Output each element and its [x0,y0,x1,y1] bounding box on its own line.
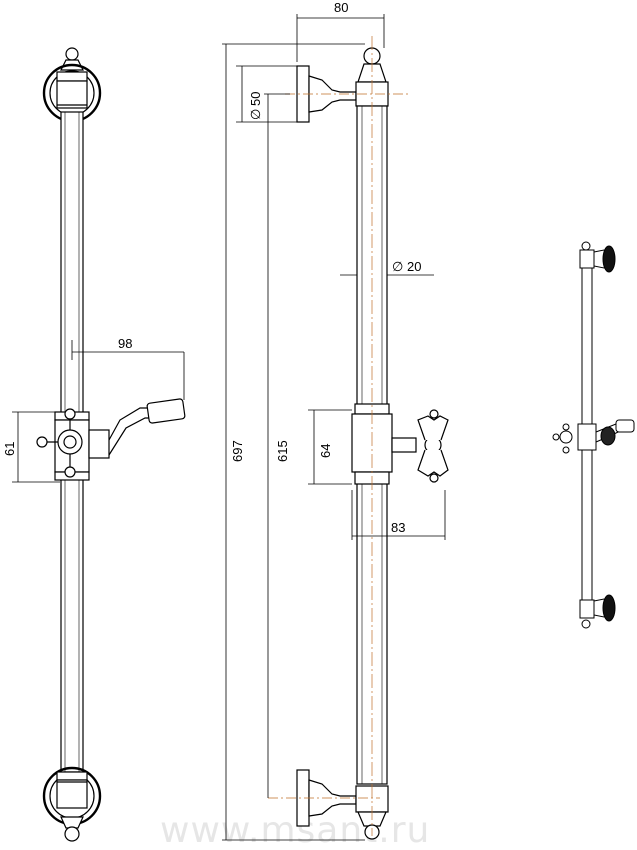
dim-center-distance: 615 [275,440,290,462]
dim-bracket-diameter: ∅ 50 [248,92,263,120]
dim-handle-reach: 98 [118,336,132,351]
dim-bracket-diameter-value: 50 [248,92,263,106]
dim-top-width: 80 [334,0,348,15]
dim-holder-height-left: 61 [2,442,17,456]
dim-valve-reach: 83 [391,520,405,535]
right-view-shower-rail [552,241,635,629]
left-view-shower-rail [36,47,186,842]
dim-holder-height: 64 [318,444,333,458]
center-view-dimension-lines [222,14,446,841]
diameter-symbol-bar: ∅ [392,259,403,274]
center-view-shower-rail [296,47,449,840]
dim-total-height: 697 [230,440,245,462]
dim-bar-diameter-value: 20 [407,259,421,274]
left-view-dimension-lines [12,340,185,483]
dim-bar-diameter: ∅ 20 [392,259,421,274]
watermark: www.msant.ru [160,810,430,850]
diameter-symbol: ∅ [248,109,263,120]
